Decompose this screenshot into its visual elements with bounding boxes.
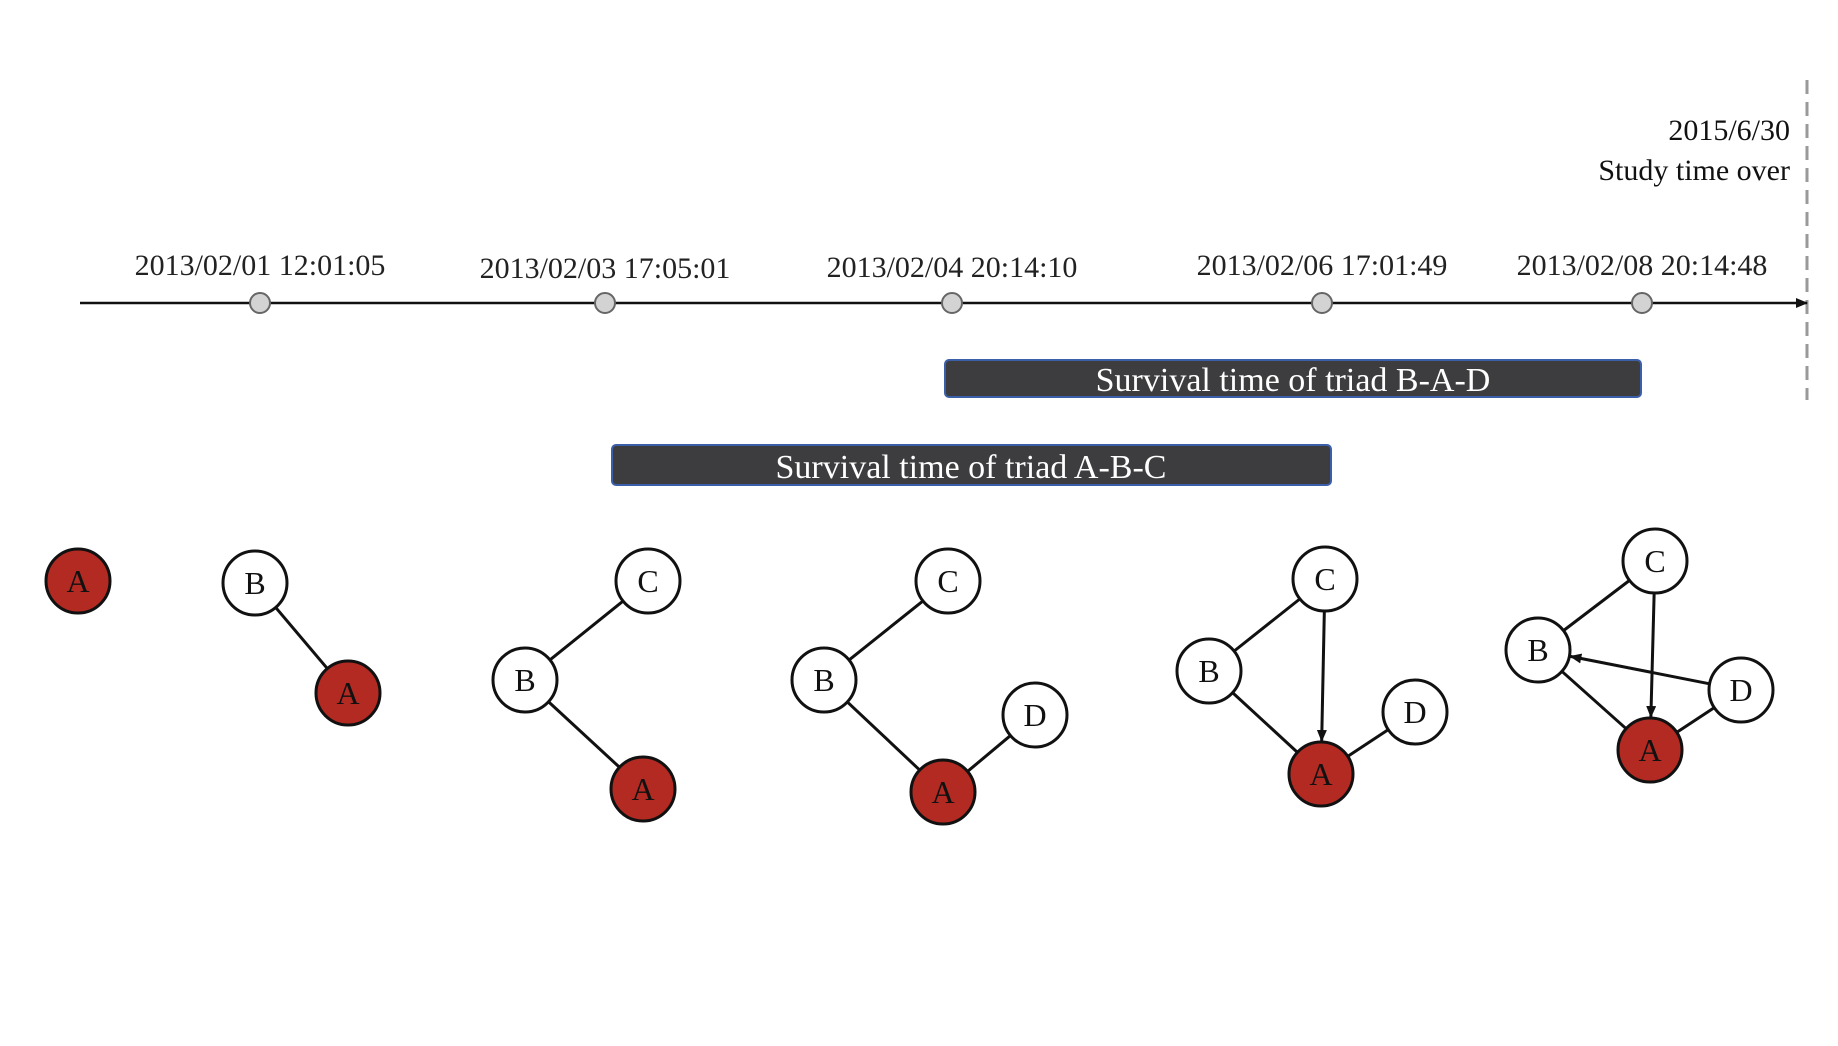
edge-b-c xyxy=(848,599,924,662)
network-snapshot-1: A xyxy=(44,547,112,615)
node-label-c: C xyxy=(1314,561,1335,597)
node-label-c: C xyxy=(637,563,658,599)
edge-b-a xyxy=(547,700,621,769)
network-snapshot-6: C B D A xyxy=(1504,527,1775,784)
node-label-c: C xyxy=(1644,543,1665,579)
node-a xyxy=(609,755,677,823)
node-b xyxy=(221,549,289,617)
survival-bar-abc: Survival time of triad A-B-C xyxy=(611,444,1332,486)
node-label-a: A xyxy=(1638,732,1661,768)
event-date-label: 2013/02/08 20:14:48 xyxy=(1517,249,1768,282)
survival-bar-bad: Survival time of triad B-A-D xyxy=(944,359,1642,399)
node-label-b: B xyxy=(1527,632,1548,668)
edge-d-b xyxy=(1569,653,1710,686)
network-snapshot-5: C B D A xyxy=(1175,545,1449,808)
node-label-b: B xyxy=(244,565,265,601)
node-a xyxy=(314,659,382,727)
node-label-d: D xyxy=(1403,694,1426,730)
edge-b-a xyxy=(1231,691,1299,754)
edge-b-c xyxy=(548,599,625,662)
node-b xyxy=(1504,616,1572,684)
node-label-a: A xyxy=(336,675,359,711)
node-d xyxy=(1001,681,1069,749)
event-marker xyxy=(941,292,963,314)
node-d xyxy=(1381,678,1449,746)
network-snapshot-4: C B D A xyxy=(790,547,1069,826)
study-end-label: Study time over xyxy=(1598,154,1790,187)
node-label-a: A xyxy=(1309,756,1332,792)
study-end-date: 2015/6/30 xyxy=(1668,114,1790,147)
edge-a-d xyxy=(1675,706,1716,734)
node-b xyxy=(491,646,559,714)
node-a xyxy=(909,758,977,826)
node-c xyxy=(1291,545,1359,613)
edge-a-d xyxy=(966,734,1012,773)
node-label-a: A xyxy=(66,563,89,599)
node-b xyxy=(1175,637,1243,705)
node-label-a: A xyxy=(631,771,654,807)
node-a xyxy=(1287,740,1355,808)
edge-b-c xyxy=(1233,597,1301,653)
svg-text:Survival time of triad A-B-C: Survival time of triad A-B-C xyxy=(776,449,1167,486)
event-date-label: 2013/02/04 20:14:10 xyxy=(827,251,1078,284)
event-date-label: 2013/02/01 12:01:05 xyxy=(135,249,386,282)
node-label-b: B xyxy=(1198,653,1219,689)
node-a xyxy=(1616,716,1684,784)
network-snapshot-3: C B A xyxy=(491,547,682,823)
node-a xyxy=(44,547,112,615)
event-marker xyxy=(1631,292,1653,314)
node-b xyxy=(790,646,858,714)
event-marker xyxy=(249,292,271,314)
node-label-d: D xyxy=(1023,697,1046,733)
network-snapshot-2: BA xyxy=(221,549,382,727)
node-c xyxy=(614,547,682,615)
svg-text:Survival time of triad B-A-D: Survival time of triad B-A-D xyxy=(1096,362,1491,399)
edge-b-a xyxy=(846,700,921,772)
event-date-label: 2013/02/06 17:01:49 xyxy=(1197,249,1448,282)
event-marker xyxy=(594,292,616,314)
node-label-d: D xyxy=(1729,672,1752,708)
edge-b-a xyxy=(1560,670,1628,730)
edge-c-a xyxy=(1316,610,1327,743)
node-label-b: B xyxy=(813,662,834,698)
edge-c-a xyxy=(1646,592,1657,719)
edge-b-a xyxy=(274,606,329,670)
node-label-a: A xyxy=(931,774,954,810)
node-label-c: C xyxy=(937,563,958,599)
node-d xyxy=(1707,656,1775,724)
event-date-label: 2013/02/03 17:05:01 xyxy=(480,252,731,285)
node-label-b: B xyxy=(514,662,535,698)
event-marker xyxy=(1311,292,1333,314)
node-c xyxy=(1621,527,1689,595)
node-c xyxy=(914,547,982,615)
edge-a-d xyxy=(1346,728,1390,758)
edge-b-c xyxy=(1562,579,1631,632)
